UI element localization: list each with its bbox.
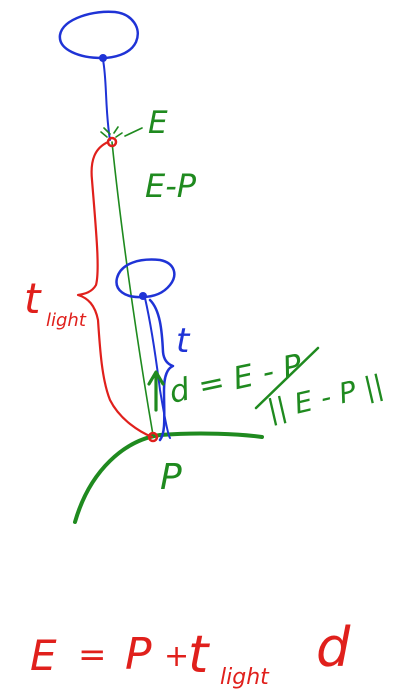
light-source-top-blob	[58, 10, 139, 60]
light-source-top-center	[99, 54, 107, 62]
label-t-light: t light	[24, 274, 87, 331]
ray-line-e-p	[111, 141, 154, 436]
t-brace	[148, 298, 175, 442]
formula-t: t	[188, 625, 210, 685]
light-source-middle-line	[144, 297, 171, 439]
light-source-top-line	[102, 59, 111, 141]
formula-equals: =	[78, 635, 107, 675]
formula-plus: +	[164, 639, 189, 674]
surface-curve	[73, 431, 264, 524]
label-t: t	[176, 321, 191, 361]
hit-point-p-marker	[147, 431, 159, 443]
formula: E = P + t light d	[30, 616, 351, 690]
label-e-minus-p: E-P	[145, 167, 197, 205]
e-spark-marks	[100, 126, 143, 138]
d-arrow	[147, 370, 165, 412]
formula-p: P	[125, 629, 152, 680]
t-light-brace	[76, 140, 154, 439]
label-p: P	[160, 457, 182, 498]
formula-subscript: light	[220, 665, 270, 690]
light-source-middle-blob	[115, 258, 176, 299]
formula-lhs: E	[30, 631, 57, 680]
fraction-bar	[254, 346, 320, 410]
svg-text:light: light	[46, 310, 87, 331]
svg-text:t: t	[24, 274, 42, 323]
label-e: E	[148, 105, 168, 141]
formula-d: d	[316, 616, 351, 679]
